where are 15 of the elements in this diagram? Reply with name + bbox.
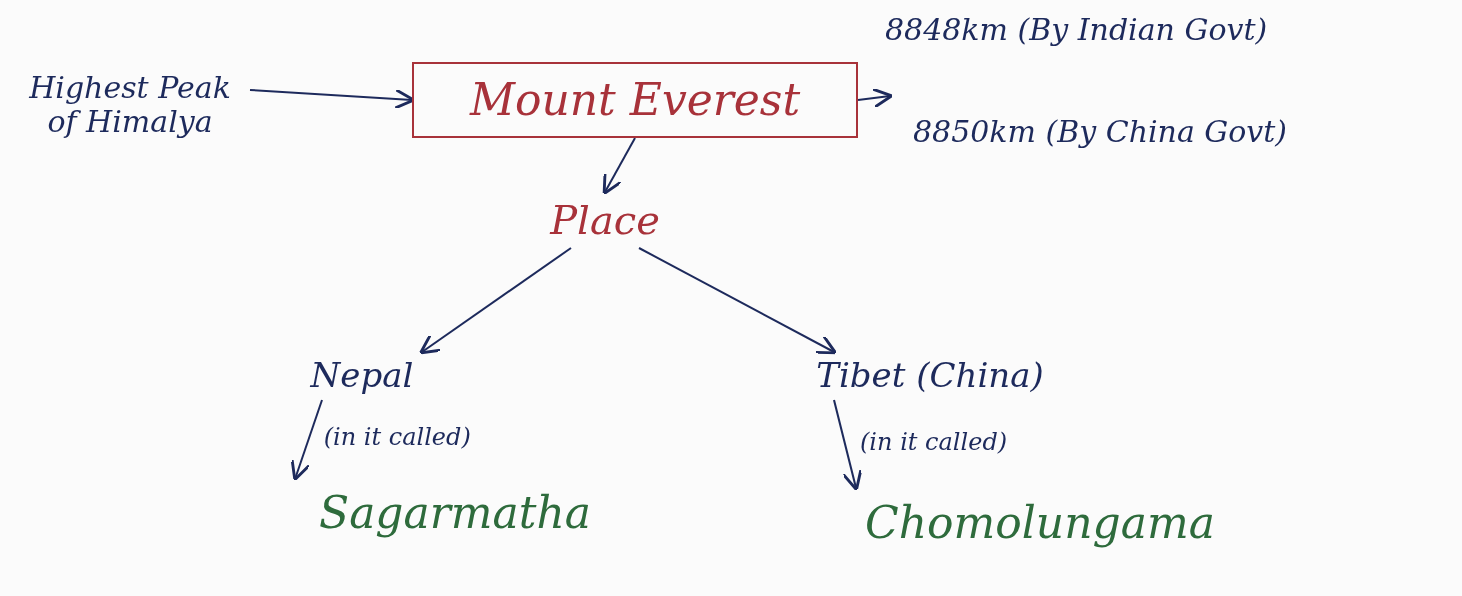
text-label: Chomolungama bbox=[810, 488, 1270, 558]
text-label: Highest Peak of Himalya bbox=[10, 55, 250, 155]
text-label: Place bbox=[520, 192, 690, 248]
text-label: 8848km (By Indian Govt) bbox=[885, 12, 1268, 47]
text-label: Tibet (China) bbox=[770, 352, 1090, 400]
arrow bbox=[833, 399, 863, 492]
text-label: Sagarmatha bbox=[245, 478, 665, 548]
title-box: Mount Everest bbox=[412, 62, 858, 138]
arrow bbox=[419, 247, 572, 355]
arrow bbox=[602, 137, 636, 195]
arrow bbox=[857, 87, 894, 109]
text-label: 8850km (By China Govt) bbox=[890, 72, 1310, 192]
arrow bbox=[638, 247, 838, 355]
text-label: Nepal bbox=[262, 352, 462, 400]
arrow bbox=[290, 399, 323, 482]
